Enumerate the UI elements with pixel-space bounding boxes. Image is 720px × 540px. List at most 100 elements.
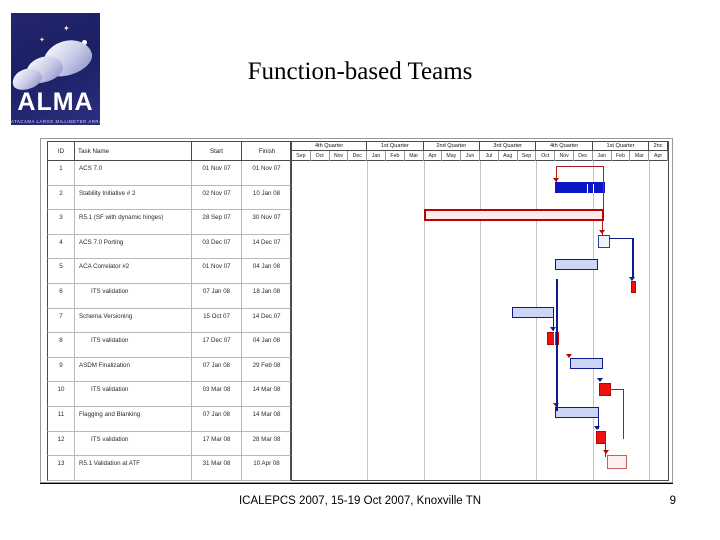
table-cell-start: 15 Oct 07 bbox=[192, 308, 242, 333]
table-cell-task-name: ACS 7.0 bbox=[75, 161, 192, 185]
table-cell-start: 17 Dec 07 bbox=[192, 333, 242, 357]
gantt-link bbox=[623, 389, 625, 439]
gantt-link bbox=[556, 166, 557, 182]
timeline-month-label: Nov bbox=[330, 151, 349, 161]
table-cell-id: 9 bbox=[48, 357, 75, 382]
table-header-row: ID Task Name Start Finish bbox=[47, 141, 291, 161]
gantt-bar-critical bbox=[555, 181, 605, 193]
gantt-bar-normal bbox=[570, 358, 603, 369]
timeline-gridline bbox=[367, 161, 369, 480]
timeline-month-label: Oct bbox=[536, 151, 556, 161]
table-cell-finish: 14 Dec 07 bbox=[242, 234, 292, 259]
timeline-month-label: Sep bbox=[518, 151, 537, 161]
timeline-month-label: Jul bbox=[480, 151, 499, 161]
table-cell-start: 01 Nov 07 bbox=[192, 161, 242, 185]
column-header-id: ID bbox=[48, 142, 75, 161]
table-cell-finish: 14 Mar 08 bbox=[242, 407, 292, 431]
table-cell-start: 31 Mar 08 bbox=[192, 456, 242, 480]
gantt-bar-normal bbox=[555, 407, 599, 418]
timeline-month-label: Sep bbox=[292, 151, 311, 161]
timeline-quarter-label: 1st Quarter bbox=[367, 142, 424, 151]
timeline-month-label: Jan bbox=[593, 151, 612, 161]
timeline-month-label: Aug bbox=[499, 151, 518, 161]
column-header-task-name: Task Name bbox=[75, 142, 192, 161]
table-cell-finish: 10 Jan 08 bbox=[242, 185, 292, 210]
timeline-month-label: Mar bbox=[630, 151, 650, 161]
timeline-quarter-label: 4th Quarter bbox=[536, 142, 593, 151]
table-cell-task-name: ITS validation bbox=[75, 284, 192, 308]
table-cell-finish: 10 Apr 08 bbox=[242, 456, 292, 480]
table-cell-start: 28 Sep 07 bbox=[192, 210, 242, 234]
timeline-gridline bbox=[592, 161, 594, 480]
table-cell-finish: 14 Mar 08 bbox=[242, 382, 292, 406]
table-cell-task-name: Flagging and Blanking bbox=[75, 407, 192, 431]
table-cell-finish: 28 Mar 08 bbox=[242, 431, 292, 456]
timeline-gridline bbox=[649, 161, 651, 480]
timeline-quarter-label: 2nd Quarter bbox=[423, 142, 480, 151]
alma-wordmark: ALMA bbox=[17, 88, 94, 116]
table-cell-id: 7 bbox=[48, 308, 75, 333]
page-number: 9 bbox=[669, 495, 676, 507]
table-cell-finish: 04 Jan 08 bbox=[242, 259, 292, 283]
timeline-month-label: Nov bbox=[555, 151, 574, 161]
column-header-start: Start bbox=[192, 142, 242, 161]
table-cell-id: 8 bbox=[48, 333, 75, 357]
timeline-month-label: May bbox=[442, 151, 462, 161]
gantt-link bbox=[556, 166, 604, 168]
gantt-link bbox=[605, 437, 607, 457]
timeline-quarter-label: 1st Quarter bbox=[592, 142, 650, 151]
table-cell-finish: 14 Dec 07 bbox=[242, 308, 292, 333]
table-cell-finish: 30 Nov 07 bbox=[242, 210, 292, 234]
timeline-month-label: Jan bbox=[367, 151, 386, 161]
timeline-month-label: Jun bbox=[461, 151, 480, 161]
table-cell-start: 07 Jan 08 bbox=[192, 357, 242, 382]
gantt-link-arrow bbox=[566, 354, 572, 358]
gantt-link bbox=[602, 221, 603, 235]
table-cell-finish: 04 Jan 08 bbox=[242, 333, 292, 357]
timeline-body bbox=[291, 161, 669, 481]
table-cell-start: 02 Nov 07 bbox=[192, 185, 242, 210]
gantt-link bbox=[609, 238, 633, 240]
table-cell-task-name: ITS validation bbox=[75, 382, 192, 406]
timeline-month-label: Dec bbox=[348, 151, 368, 161]
gantt-bar-milestone bbox=[631, 281, 636, 293]
timeline-month-label: Apr bbox=[424, 151, 443, 161]
table-cell-task-name: R5.1 (SF with dynamic hinges) bbox=[75, 210, 192, 234]
table-cell-id: 3 bbox=[48, 210, 75, 234]
table-cell-finish: 29 Feb 08 bbox=[242, 357, 292, 382]
gantt-bar-normal bbox=[555, 259, 598, 270]
timeline-gridline bbox=[536, 161, 538, 480]
table-cell-id: 13 bbox=[48, 456, 75, 480]
table-cell-id: 6 bbox=[48, 284, 75, 308]
table-cell-start: 07 Jan 08 bbox=[192, 284, 242, 308]
table-cell-start: 01 Nov 07 bbox=[192, 259, 242, 283]
table-cell-task-name: ACS 7.0 Porting bbox=[75, 234, 192, 259]
table-cell-task-name: ASDM Finalization bbox=[75, 357, 192, 382]
gantt-bar-hollow bbox=[598, 235, 610, 248]
table-cell-task-name: ITS validation bbox=[75, 333, 192, 357]
table-cell-id: 11 bbox=[48, 407, 75, 431]
table-cell-start: 03 Mar 08 bbox=[192, 382, 242, 406]
gantt-link bbox=[603, 166, 604, 214]
gantt-link-arrow bbox=[553, 178, 559, 182]
table-cell-finish: 01 Nov 07 bbox=[242, 161, 292, 185]
gantt-link-arrow bbox=[597, 378, 603, 382]
timeline-month-label: Feb bbox=[386, 151, 405, 161]
timeline-month-label: Dec bbox=[574, 151, 593, 161]
